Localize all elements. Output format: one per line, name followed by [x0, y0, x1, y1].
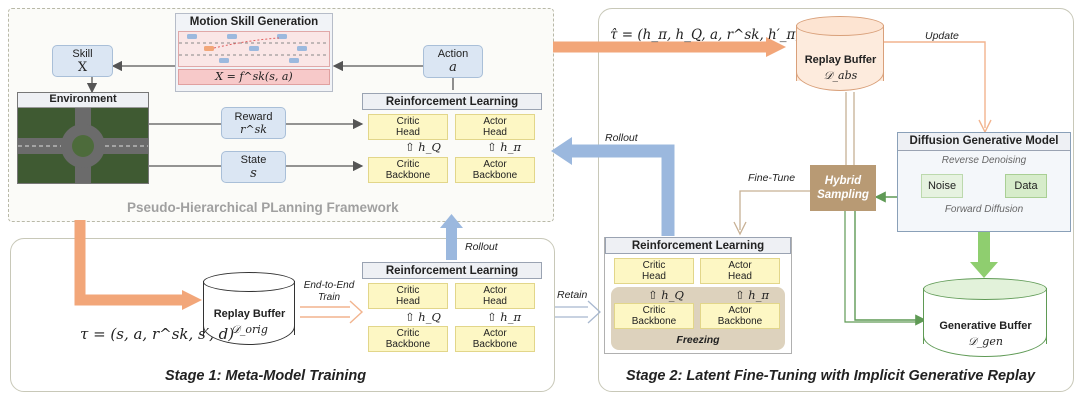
- stage2-replay-symbol: 𝒟_abs: [823, 69, 858, 82]
- rl-stage1-actor-head: Actor Head: [455, 283, 535, 309]
- roundabout-image: [18, 107, 148, 183]
- rl-top-critic-backbone: Critic Backbone: [368, 157, 448, 183]
- reward-symbol: r^sk: [240, 122, 267, 136]
- stage2-finetune-label: Fine-Tune: [748, 172, 796, 184]
- rl-top-actor-head: Actor Head: [455, 114, 535, 140]
- skill-symbol: X: [77, 59, 88, 75]
- state-symbol: s: [250, 165, 257, 181]
- state-box: State s: [221, 151, 286, 183]
- action-symbol: a: [449, 60, 457, 75]
- stage2-tau: τ̂ = (h_π, h_Q, a, r^sk, h′_π, h′_Q, d): [610, 27, 856, 43]
- rl-stage1-critic-head: Critic Head: [368, 283, 448, 309]
- stage1-buffer-label: Replay Buffer: [213, 308, 286, 320]
- motion-skill-panel: Motion Skill Generation X = f^sk(s, a): [175, 13, 333, 92]
- framework-label: Pseudo-Hierarchical PLanning Framework: [127, 200, 399, 215]
- motion-formula: X = f^sk(s, a): [178, 69, 330, 85]
- rl-stage2-hpi: ⇧ h_π: [735, 288, 770, 302]
- gen-buffer-symbol: 𝒟_gen: [968, 335, 1003, 348]
- rl-stage1-actor-backbone: Actor Backbone: [455, 326, 535, 352]
- action-box: Action a: [423, 45, 483, 78]
- stage2-replay-buffer: Replay Buffer 𝒟_abs: [796, 16, 884, 92]
- rl-stage1-hq: ⇧ h_Q: [405, 310, 441, 324]
- rl-top-hpi: ⇧ h_π: [487, 140, 522, 154]
- rl-top-title: Reinforcement Learning: [362, 93, 542, 110]
- rl-top-critic-head: Critic Head: [368, 114, 448, 140]
- rl-stage1-title: Reinforcement Learning: [362, 262, 542, 279]
- reward-label: Reward: [234, 110, 273, 123]
- diffusion-title: Diffusion Generative Model: [898, 133, 1070, 151]
- environment-box: Environment: [17, 92, 149, 184]
- environment-label: Environment: [18, 93, 148, 108]
- rl-stage1-hpi: ⇧ h_π: [487, 310, 522, 324]
- state-label: State: [240, 153, 267, 166]
- hybrid-sampling-box: Hybrid Sampling: [810, 165, 876, 211]
- gen-buffer-label: Generative Buffer: [939, 320, 1032, 332]
- stage1-rollout-label: Rollout: [465, 241, 498, 253]
- rl-stage2-title: Reinforcement Learning: [605, 237, 791, 254]
- stage2-update-label: Update: [925, 30, 959, 42]
- stage1-replay-buffer: Replay Buffer 𝒟_orig: [203, 272, 295, 346]
- skill-box: Skill X: [52, 45, 113, 77]
- rl-stage2-actor-backbone: Actor Backbone: [700, 303, 780, 329]
- rl-stage2-critic-head: Critic Head: [614, 258, 694, 284]
- freezing-label: Freezing: [676, 334, 720, 346]
- stage2-rollout-label: Rollout: [605, 132, 638, 144]
- stage2-title: Stage 2: Latent Fine-Tuning with Implici…: [626, 368, 1036, 384]
- rl-stage2-critic-backbone: Critic Backbone: [614, 303, 694, 329]
- rl-top-hq: ⇧ h_Q: [405, 140, 441, 154]
- motion-skill-title: Motion Skill Generation: [189, 16, 319, 28]
- stage1-e2e-label: End-to-End Train: [303, 280, 355, 303]
- rl-top-actor-backbone: Actor Backbone: [455, 157, 535, 183]
- stage1-retain-label: Retain: [557, 289, 588, 301]
- diffusion-reverse-label: Reverse Denoising: [941, 155, 1027, 166]
- stage2-replay-label: Replay Buffer: [804, 54, 877, 66]
- diffusion-model-box: Diffusion Generative Model Reverse Denoi…: [897, 132, 1071, 232]
- action-label: Action: [437, 48, 469, 60]
- road-scene: [178, 31, 330, 67]
- skill-label: Skill: [72, 47, 93, 60]
- rl-stage2-actor-head: Actor Head: [700, 258, 780, 284]
- data-box: Data: [1005, 174, 1047, 198]
- generative-buffer: Generative Buffer 𝒟_gen: [923, 278, 1047, 358]
- noise-box: Noise: [921, 174, 963, 198]
- reward-box: Reward r^sk: [221, 107, 286, 139]
- rl-stage1-critic-backbone: Critic Backbone: [368, 326, 448, 352]
- stage1-title: Stage 1: Meta-Model Training: [165, 368, 367, 384]
- rl-stage2-hq: ⇧ h_Q: [648, 288, 684, 302]
- diffusion-forward-label: Forward Diffusion: [944, 204, 1024, 215]
- stage1-tau: τ = (s, a, r^sk, s′, d): [80, 325, 235, 343]
- stage1-buffer-symbol: 𝒟_orig: [231, 323, 268, 336]
